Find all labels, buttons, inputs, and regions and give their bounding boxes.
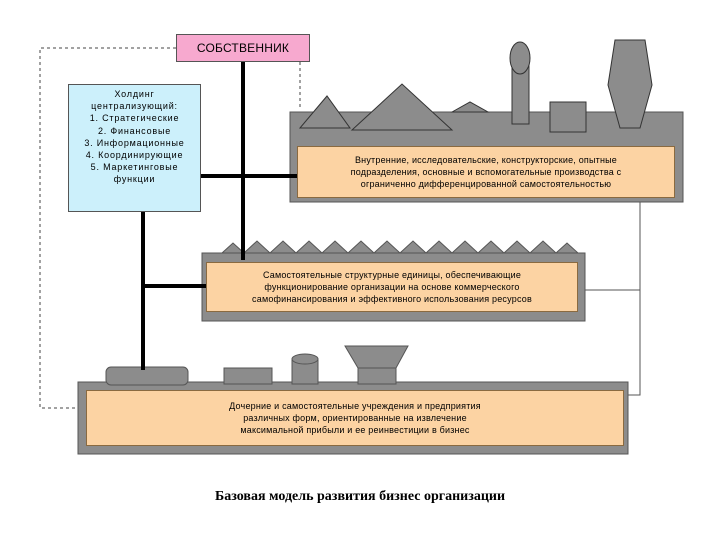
internal-divisions-box: Внутренние, исследовательские, конструкт… <box>297 146 675 198</box>
internal-line: ограниченно дифференцированной самостоят… <box>360 179 612 189</box>
subsidiary-line: различных форм, ориентированные на извле… <box>243 413 467 423</box>
holding-line: 5. Маркетинговые <box>90 162 179 173</box>
structural-line: функционирование организации на основе к… <box>264 282 520 292</box>
dashed-connector-right <box>299 47 310 108</box>
subsidiary-line: максимальной прибыли и ее реинвестиции в… <box>240 425 470 435</box>
thin-connector-middle <box>578 210 641 291</box>
holding-line: Холдинг <box>114 89 155 99</box>
subsidiary-line: Дочерние и самостоятельные учреждения и … <box>229 401 481 411</box>
subsidiary-enterprises-box: Дочерние и самостоятельные учреждения и … <box>86 390 624 446</box>
thin-connector-bottom <box>578 289 641 396</box>
structural-line: Самостоятельные структурные единицы, обе… <box>262 270 522 280</box>
holding-line: централизующий: <box>91 101 178 112</box>
structural-line: самофинансирования и эффективного исполь… <box>252 294 532 304</box>
structural-units-box: Самостоятельные структурные единицы, обе… <box>206 262 578 312</box>
holding-line: 2. Финансовые <box>97 125 172 136</box>
owner-label: СОБСТВЕННИК <box>196 41 290 55</box>
dashed-connector-left <box>39 47 176 409</box>
holding-line: 1. Стратегические <box>89 113 180 124</box>
internal-line: Внутренние, исследовательские, конструкт… <box>354 155 618 165</box>
internal-line: подразделения, основные и вспомогательны… <box>350 167 622 177</box>
holding-line: 4. Координирующие <box>85 150 184 161</box>
holding-box: Холдинг централизующий: 1. Стратегически… <box>68 84 201 212</box>
holding-line: 3. Информационные <box>84 137 185 148</box>
holding-line: функции <box>113 174 156 185</box>
owner-box: СОБСТВЕННИК <box>176 34 310 62</box>
diagram-caption: Базовая модель развития бизнес организац… <box>214 489 506 504</box>
